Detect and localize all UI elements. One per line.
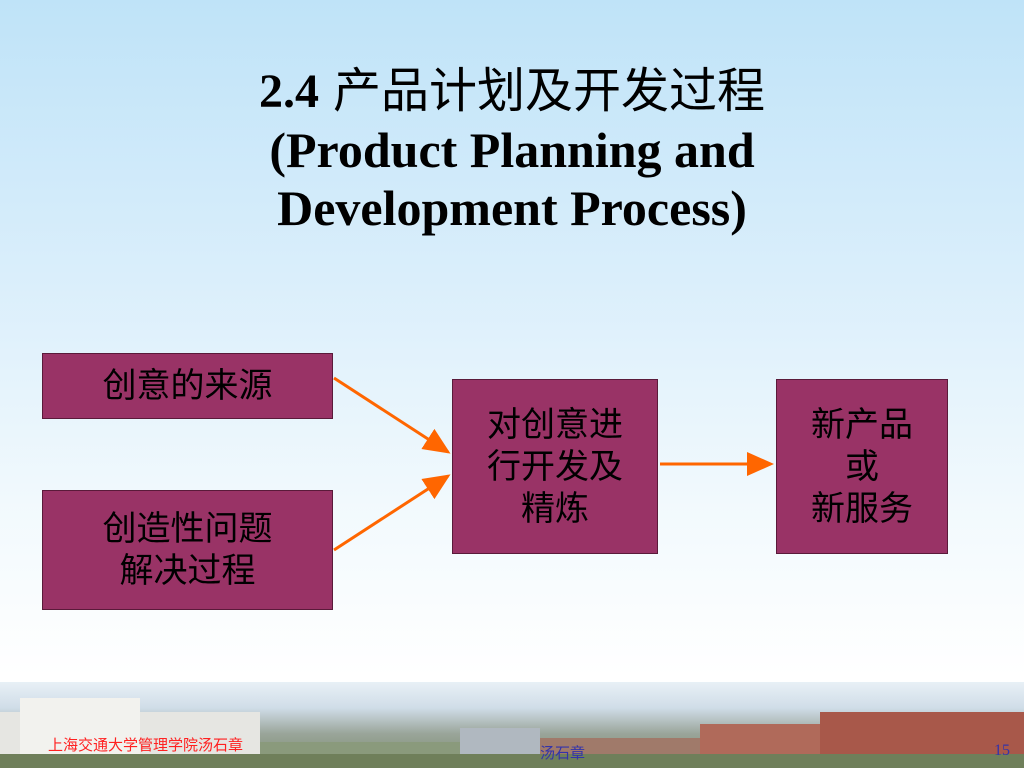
problem-solving-label-2: 解决过程 [119,551,256,591]
campus-photo-banner [0,682,1024,768]
new-product-label-1: 新产品 [811,404,913,445]
arrow-problem-to-refine [333,474,451,552]
new-product-label-3: 新服务 [811,488,913,529]
new-product-box: 新产品 或 新服务 [776,379,948,554]
idea-refinement-label-3: 精炼 [521,488,589,529]
problem-solving-box: 创造性问题 解决过程 [42,490,333,610]
idea-source-label: 创意的来源 [102,366,273,406]
idea-refinement-box: 对创意进 行开发及 精炼 [452,379,658,554]
title-english-line1: (Product Planning and [269,122,755,178]
footer-institution: 上海交通大学管理学院汤石章 [48,736,244,754]
arrow-source-to-refine [333,376,451,454]
problem-solving-label-1: 创造性问题 [102,509,273,549]
idea-source-box: 创意的来源 [42,353,333,419]
section-number: 2.4 [258,65,319,118]
idea-refinement-label-1: 对创意进 [487,404,623,445]
idea-refinement-label-2: 行开发及 [487,446,623,487]
title-english-line2: Development Process) [277,180,747,236]
title-chinese: 产品计划及开发过程 [332,63,765,119]
footer-author: 汤石章 [540,744,586,762]
page-number: 15 [994,742,1010,759]
new-product-label-2: 或 [845,446,879,487]
